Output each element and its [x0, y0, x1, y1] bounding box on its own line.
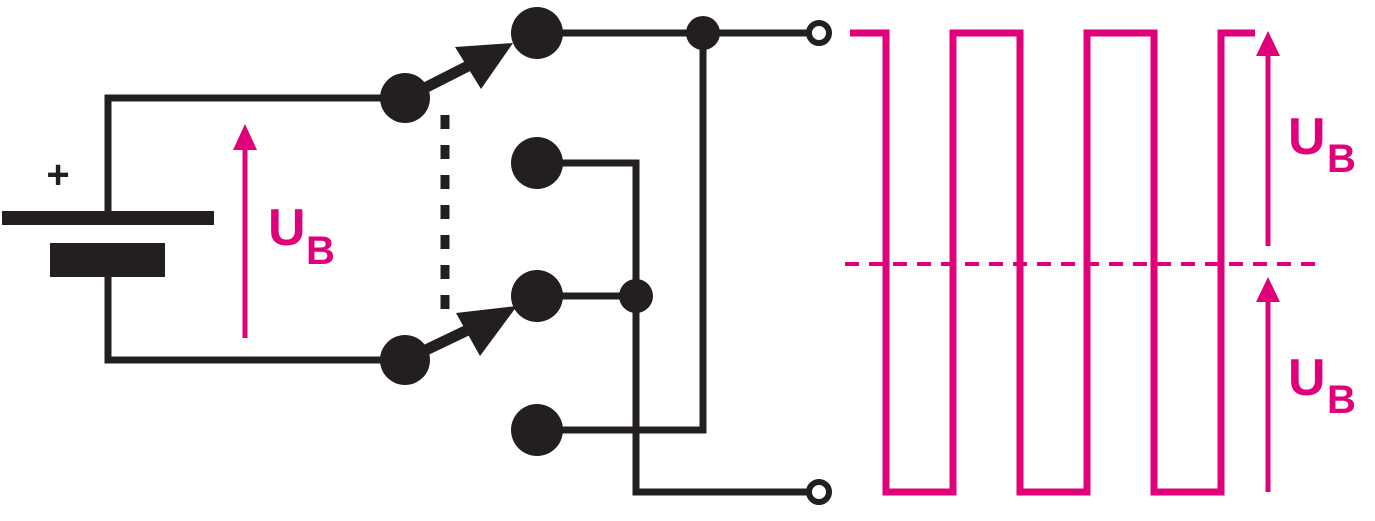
pivot-lower — [380, 335, 430, 385]
contact-4 — [511, 404, 563, 456]
lower-amplitude-label: U B — [1288, 349, 1356, 422]
wire-output-bus-to-bottom-contact — [533, 29, 707, 434]
junction-lower — [619, 279, 653, 313]
contact-2 — [511, 137, 563, 189]
battery-wires — [104, 94, 409, 364]
contact-1 — [511, 7, 563, 59]
terminal-lower — [806, 479, 832, 505]
wire-battery-top — [104, 94, 409, 215]
square-wave — [850, 29, 1255, 496]
supply-voltage-symbol: U — [268, 199, 306, 257]
battery-positive-plate — [2, 211, 214, 225]
junction-upper — [686, 16, 720, 50]
lower-amplitude-subscript: B — [1327, 378, 1356, 422]
wire-second-contact-to-lower-output — [533, 159, 816, 496]
battery-negative-plate — [50, 243, 165, 277]
switch-wires — [533, 29, 816, 496]
supply-voltage-subscript: B — [306, 229, 335, 273]
lower-amplitude-symbol: U — [1288, 349, 1326, 407]
contact-3 — [511, 270, 563, 322]
battery-plus-sign: + — [46, 153, 69, 197]
pivot-upper — [380, 73, 430, 123]
supply-voltage-label: U B — [268, 199, 335, 273]
junction-dots — [619, 16, 720, 313]
lower-amplitude-arrow — [1256, 277, 1280, 492]
upper-amplitude-symbol: U — [1288, 108, 1326, 166]
upper-amplitude-arrow — [1256, 31, 1280, 246]
battery: + — [2, 153, 214, 277]
output-terminals — [806, 20, 832, 505]
terminal-upper — [806, 20, 832, 46]
switch-contacts — [511, 7, 563, 456]
switch-pivots — [380, 73, 430, 385]
wire-battery-bottom — [104, 273, 409, 364]
upper-amplitude-label: U B — [1288, 108, 1356, 181]
supply-voltage-arrow — [233, 124, 257, 338]
upper-amplitude-subscript: B — [1327, 137, 1356, 181]
